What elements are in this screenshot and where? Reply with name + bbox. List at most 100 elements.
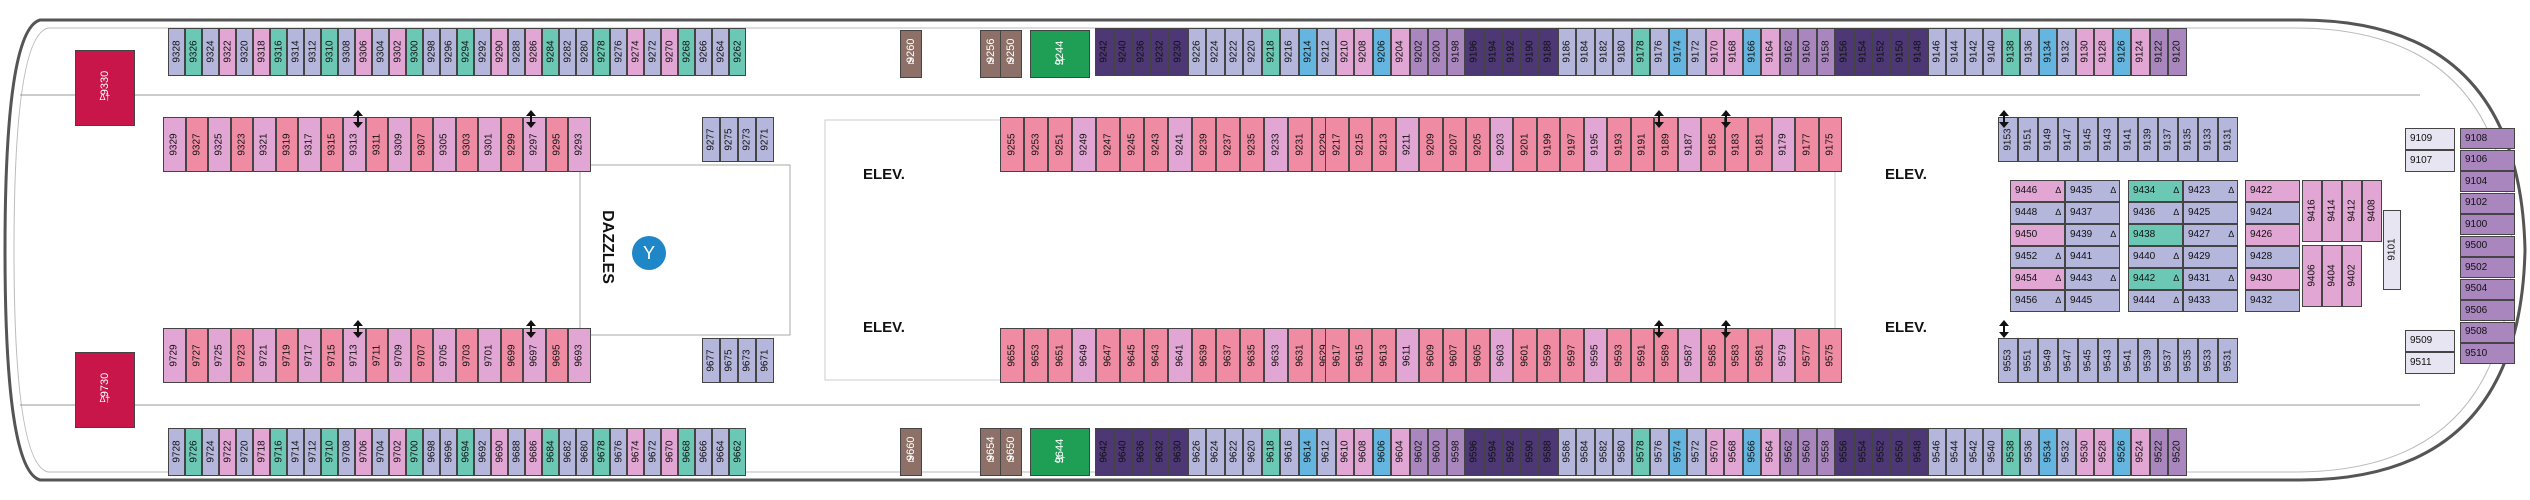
- cabin-9175[interactable]: 9175: [1818, 117, 1842, 172]
- cabin-9323[interactable]: 9323: [230, 117, 253, 172]
- cabin-9142[interactable]: 9142: [1964, 28, 1983, 76]
- cabin-9438[interactable]: 9438: [2128, 224, 2183, 246]
- cabin-9273[interactable]: 9273: [738, 117, 756, 162]
- cabin-9578[interactable]: 9578: [1631, 428, 1650, 476]
- cabin-9546[interactable]: 9546: [1927, 428, 1946, 476]
- cabin-9310[interactable]: 9310: [321, 28, 338, 76]
- cabin-9149[interactable]: 9149: [2038, 117, 2058, 162]
- cabin-9290[interactable]: 9290: [491, 28, 508, 76]
- cabin-9678[interactable]: 9678: [593, 428, 610, 476]
- cabin-9211[interactable]: 9211: [1395, 117, 1419, 172]
- cabin-9544[interactable]: 9544: [1946, 428, 1965, 476]
- cabin-9406[interactable]: 9406: [2302, 245, 2322, 307]
- cabin-9192[interactable]: 9192: [1502, 28, 1521, 76]
- cabin-9709[interactable]: 9709: [388, 328, 411, 383]
- cabin-9714[interactable]: 9714: [287, 428, 304, 476]
- cabin-9237[interactable]: 9237: [1216, 117, 1240, 172]
- cabin-9670[interactable]: 9670: [661, 428, 678, 476]
- cabin-9140[interactable]: 9140: [1983, 28, 2002, 76]
- cabin-9201[interactable]: 9201: [1513, 117, 1537, 172]
- cabin-9293[interactable]: 9293: [568, 117, 591, 172]
- cabin-9152[interactable]: 9152: [1872, 28, 1891, 76]
- cabin-9641[interactable]: 9641: [1168, 328, 1192, 383]
- cabin-9179[interactable]: 9179: [1771, 117, 1795, 172]
- cabin-9208[interactable]: 9208: [1354, 28, 1373, 76]
- cabin-9632[interactable]: 9632: [1150, 428, 1169, 476]
- cabin-9594[interactable]: 9594: [1483, 428, 1502, 476]
- cabin-9548[interactable]: 9548: [1909, 428, 1928, 476]
- cabin-9680[interactable]: 9680: [576, 428, 593, 476]
- cabin-9700[interactable]: 9700: [406, 428, 423, 476]
- cabin-9328[interactable]: 9328: [168, 28, 185, 76]
- cabin-9562[interactable]: 9562: [1779, 428, 1798, 476]
- suite-9260[interactable]: 9260∆: [900, 30, 922, 78]
- cabin-9240[interactable]: 9240: [1113, 28, 1132, 76]
- cabin-9615[interactable]: 9615: [1348, 328, 1372, 383]
- cabin-9174[interactable]: 9174: [1668, 28, 1687, 76]
- cabin-9686[interactable]: 9686: [525, 428, 542, 476]
- cabin-9550[interactable]: 9550: [1890, 428, 1909, 476]
- cabin-9551[interactable]: 9551: [2018, 338, 2038, 383]
- cabin-9242[interactable]: 9242: [1095, 28, 1114, 76]
- cabin-9694[interactable]: 9694: [457, 428, 474, 476]
- cabin-9508[interactable]: 9508: [2460, 321, 2515, 343]
- cabin-9574[interactable]: 9574: [1668, 428, 1687, 476]
- cabin-9713[interactable]: 9713: [343, 328, 366, 383]
- cabin-9598[interactable]: 9598: [1446, 428, 1465, 476]
- cabin-9711[interactable]: 9711: [365, 328, 388, 383]
- cabin-9500[interactable]: 9500: [2460, 235, 2515, 257]
- cabin-9288[interactable]: 9288: [508, 28, 525, 76]
- cabin-9577[interactable]: 9577: [1795, 328, 1819, 383]
- cabin-9727[interactable]: 9727: [185, 328, 208, 383]
- cabin-9588[interactable]: 9588: [1539, 428, 1558, 476]
- cabin-9130[interactable]: 9130: [2075, 28, 2094, 76]
- cabin-9530[interactable]: 9530: [2075, 428, 2094, 476]
- cabin-9319[interactable]: 9319: [275, 117, 298, 172]
- cabin-9450[interactable]: 9450: [2010, 224, 2065, 246]
- cabin-9682[interactable]: 9682: [559, 428, 576, 476]
- cabin-9662[interactable]: 9662: [729, 428, 746, 476]
- cabin-9719[interactable]: 9719: [275, 328, 298, 383]
- cabin-9426[interactable]: 9426: [2245, 224, 2300, 246]
- cabin-9506[interactable]: 9506: [2460, 300, 2515, 321]
- cabin-9454[interactable]: 9454∆: [2010, 268, 2065, 290]
- cabin-9314[interactable]: 9314: [287, 28, 304, 76]
- cabin-9549[interactable]: 9549: [2038, 338, 2058, 383]
- cabin-9308[interactable]: 9308: [338, 28, 355, 76]
- cabin-9164[interactable]: 9164: [1761, 28, 1780, 76]
- cabin-9145[interactable]: 9145: [2078, 117, 2098, 162]
- cabin-9602[interactable]: 9602: [1409, 428, 1428, 476]
- cabin-9603[interactable]: 9603: [1489, 328, 1513, 383]
- cabin-9220[interactable]: 9220: [1243, 28, 1262, 76]
- cabin-9203[interactable]: 9203: [1489, 117, 1513, 172]
- cabin-9178[interactable]: 9178: [1631, 28, 1650, 76]
- cabin-9427[interactable]: 9427∆: [2183, 224, 2238, 246]
- cabin-9309[interactable]: 9309: [388, 117, 411, 172]
- cabin-9618[interactable]: 9618: [1261, 428, 1280, 476]
- cabin-9190[interactable]: 9190: [1520, 28, 1539, 76]
- cabin-9614[interactable]: 9614: [1298, 428, 1317, 476]
- cabin-9183[interactable]: 9183: [1724, 117, 1748, 172]
- cabin-9215[interactable]: 9215: [1348, 117, 1372, 172]
- cabin-9109[interactable]: 9109: [2405, 128, 2455, 150]
- cabin-9717[interactable]: 9717: [298, 328, 321, 383]
- cabin-9247[interactable]: 9247: [1096, 117, 1120, 172]
- cabin-9607[interactable]: 9607: [1442, 328, 1466, 383]
- cabin-9315[interactable]: 9315: [320, 117, 343, 172]
- cabin-9213[interactable]: 9213: [1372, 117, 1396, 172]
- cabin-9307[interactable]: 9307: [410, 117, 433, 172]
- cabin-9677[interactable]: 9677: [702, 338, 720, 383]
- cabin-9666[interactable]: 9666: [695, 428, 712, 476]
- cabin-9268[interactable]: 9268: [678, 28, 695, 76]
- cabin-9318[interactable]: 9318: [253, 28, 270, 76]
- cabin-9107[interactable]: 9107: [2405, 150, 2455, 172]
- cabin-9435[interactable]: 9435∆: [2065, 180, 2120, 202]
- cabin-9209[interactable]: 9209: [1419, 117, 1443, 172]
- cabin-9668[interactable]: 9668: [678, 428, 695, 476]
- cabin-9617[interactable]: 9617: [1325, 328, 1349, 383]
- cabin-9600[interactable]: 9600: [1428, 428, 1447, 476]
- cabin-9545[interactable]: 9545: [2078, 338, 2098, 383]
- cabin-9104[interactable]: 9104: [2460, 171, 2515, 192]
- cabin-9540[interactable]: 9540: [1983, 428, 2002, 476]
- cabin-9235[interactable]: 9235: [1240, 117, 1264, 172]
